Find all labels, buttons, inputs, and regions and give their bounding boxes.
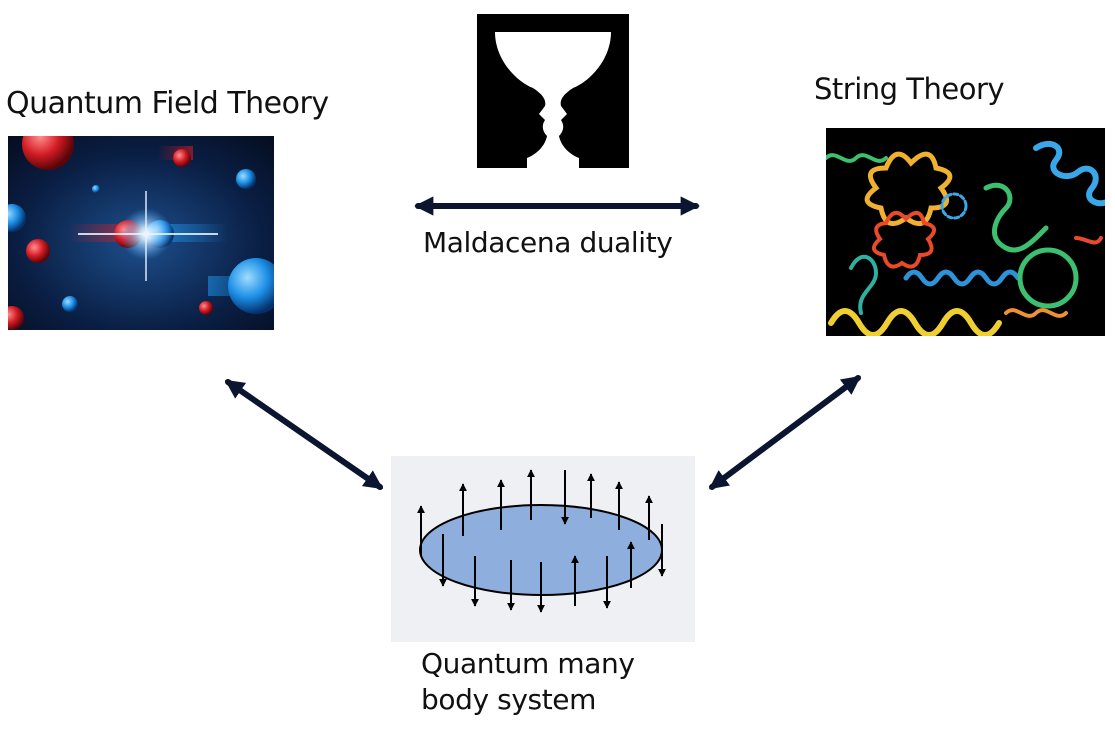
qft-label: Quantum Field Theory — [6, 86, 329, 121]
string-theory-image — [826, 128, 1105, 336]
red-particle — [8, 306, 24, 330]
many-body-label-line2: body system — [421, 683, 596, 716]
spin-arrows — [417, 469, 666, 613]
blue-particle — [236, 169, 256, 189]
blue-particle — [92, 185, 100, 193]
many-body-label-line1: Quantum many — [421, 647, 635, 680]
string-loop — [1017, 247, 1079, 309]
many-body-system-image — [391, 456, 695, 642]
double-arrow-icon — [708, 375, 862, 490]
string-loop — [864, 151, 953, 227]
red-particle — [199, 301, 213, 315]
string-wave — [903, 269, 1021, 287]
flare-ray — [78, 233, 218, 235]
rubin-vase-icon — [477, 14, 629, 168]
double-arrow-icon — [224, 379, 384, 490]
string-segment — [849, 254, 879, 315]
vase-shape — [495, 32, 611, 168]
red-particle — [26, 239, 50, 263]
string-loop — [940, 192, 968, 220]
flare-ray — [145, 191, 147, 281]
blue-particle — [62, 296, 78, 312]
string-spring — [1033, 140, 1105, 250]
many-body-system-label: Quantum many body system — [421, 646, 635, 718]
qft-image — [8, 136, 274, 330]
blue-particle — [228, 258, 274, 314]
blue-particle — [8, 204, 26, 232]
string-segment — [1004, 308, 1068, 318]
string-segment — [1074, 236, 1103, 245]
string-segment — [826, 153, 888, 163]
red-particle — [22, 136, 74, 170]
string-theory-label: String Theory — [814, 72, 1005, 106]
string-wave — [828, 308, 1002, 336]
string-segment — [983, 183, 1049, 253]
red-particle — [173, 149, 191, 167]
string-loop — [872, 211, 936, 269]
maldacena-duality-label: Maldacena duality — [423, 226, 673, 259]
